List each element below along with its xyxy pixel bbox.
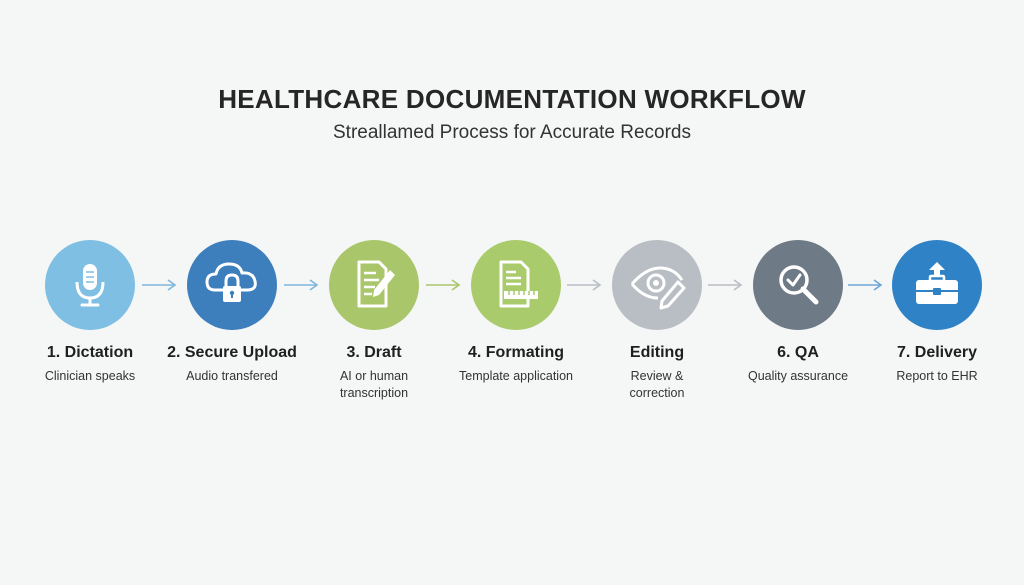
microphone-icon [75,264,105,307]
step-circle [329,240,419,330]
cloud-lock-icon [205,262,257,302]
arrow-right-icon [708,279,743,291]
step-circle [471,240,561,330]
arrow-right-icon [284,279,319,291]
step-description: AI or human transcription [339,369,409,400]
step-title: 7. Delivery [896,344,978,361]
magnifier-check-icon [779,265,819,305]
step-description: Quality assurance [747,369,849,383]
step-description: Audio transfered [186,369,278,383]
step-circle [892,240,982,330]
step-circle [753,240,843,330]
step-title: 3. Draft [346,344,402,361]
arrow-right-icon [567,279,602,291]
step-description: Review & correction [629,369,685,400]
step-description: Clinician speaks [44,369,136,383]
arrow-right-icon [142,279,177,291]
template-document-icon [499,260,538,308]
step-circle [612,240,702,330]
arrow-right-icon [426,279,461,291]
diagram-subtitle: Streallamed Process for Accurate Records [333,122,691,143]
step-circle [187,240,277,330]
document-pen-icon [357,260,395,308]
step-title: Editing [629,344,685,361]
eye-pencil-icon [630,266,686,310]
arrow-right-icon [848,279,883,291]
step-description: Report to EHR [896,369,978,383]
step-title: 1. Dictation [46,344,134,361]
step-description: Template application [459,369,573,383]
step-title: 2. Secure Upload [167,344,297,361]
step-title: 4. Formating [467,344,564,361]
diagram-title: HEALTHCARE DOCUMENTATION WORKFLOW [218,84,806,114]
step-title: 6. QA [777,344,819,361]
briefcase-upload-icon [916,262,958,304]
step-circle [45,240,135,330]
